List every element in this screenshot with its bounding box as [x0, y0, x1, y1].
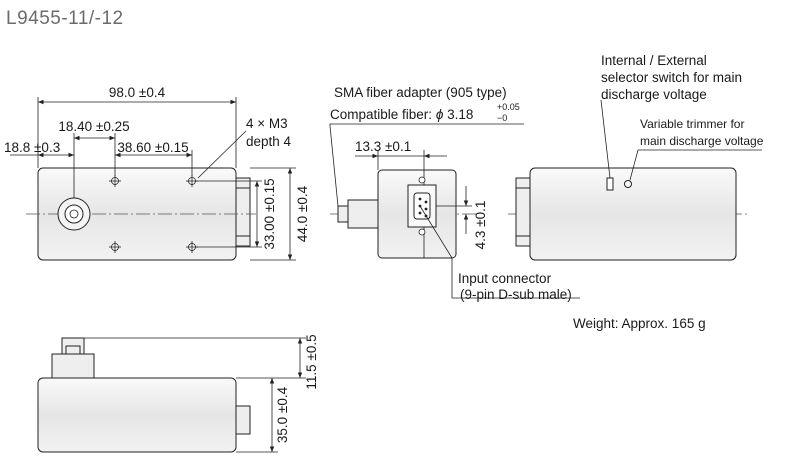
variable-trimmer [624, 180, 632, 188]
dim-hole-offset: 18.40 ±0.25 [58, 119, 129, 134]
dsub-screw [418, 228, 426, 236]
screws-spec: 4 × M3 [246, 116, 288, 131]
top-view: 98.0 ±0.4 18.40 ±0.25 18.8 ±0.3 38.60 ±0… [4, 85, 310, 261]
trimmer-note-line1: Variable trimmer for [640, 117, 744, 131]
trimmer-note-line2: main discharge voltage [640, 134, 764, 148]
page-title: L9455-11/-12 [6, 8, 124, 29]
sma-adapter-note: SMA fiber adapter (905 type) [334, 85, 507, 100]
side-rear-connector [235, 405, 251, 435]
rear-connector [235, 187, 251, 237]
dim-front-width: 13.3 ±0.1 [355, 139, 411, 154]
sma-leader [329, 123, 524, 207]
rear-view: Internal / External selector switch for … [508, 53, 764, 331]
side-view: 11.5 ±0.5 35.0 ±0.4 [37, 334, 319, 453]
dim-side-height: 35.0 ±0.4 [275, 386, 290, 443]
switch-note-line3: discharge voltage [601, 87, 707, 102]
screws-depth: depth 4 [246, 134, 292, 149]
selector-switch [606, 177, 614, 191]
rear-view-connector [515, 187, 531, 237]
switch-note-line2: selector switch for main [601, 70, 742, 85]
front-view: 13.3 ±0.1 4.3 ±0.1 SMA fiber adapter (90… [329, 85, 580, 302]
dim-connector-offset: 4.3 ±0.1 [473, 201, 488, 250]
switch-note-line1: Internal / External [601, 53, 707, 68]
weight-note: Weight: Approx. 165 g [573, 316, 706, 331]
dsub-screw [418, 176, 426, 184]
sma-adapter [337, 205, 349, 223]
dim-hole-height: 33.00 ±0.15 [262, 178, 277, 249]
fiber-adapter-bore [69, 209, 79, 219]
rear-view-body [529, 167, 737, 261]
side-view-body [37, 377, 237, 453]
dim-side-adapter: 11.5 ±0.5 [304, 334, 319, 389]
dim-hole-pitch: 38.60 ±0.15 [117, 140, 188, 155]
side-adapter-base [51, 353, 95, 379]
compatible-fiber-note: Compatible fiber: ϕ 3.18 [330, 107, 473, 122]
connector-note-line2: (9-pin D-sub male) [460, 287, 572, 302]
sma-adapter-base [347, 199, 379, 229]
fiber-tol-minus: −0 [497, 113, 507, 123]
fiber-tol-plus: +0.05 [497, 102, 520, 112]
dim-front-offset: 18.8 ±0.3 [4, 140, 60, 155]
trimmer-leader [629, 149, 762, 181]
dsub-insert [413, 192, 431, 220]
dim-length: 98.0 ±0.4 [109, 85, 166, 100]
connector-leader [419, 205, 580, 299]
rear-block-lower [235, 235, 251, 247]
switch-leader [600, 99, 611, 179]
screws-leader [197, 130, 247, 179]
connector-note-line1: Input connector [458, 271, 552, 286]
dim-total-height: 44.0 ±0.4 [295, 185, 310, 242]
rear-block-upper [235, 177, 251, 189]
